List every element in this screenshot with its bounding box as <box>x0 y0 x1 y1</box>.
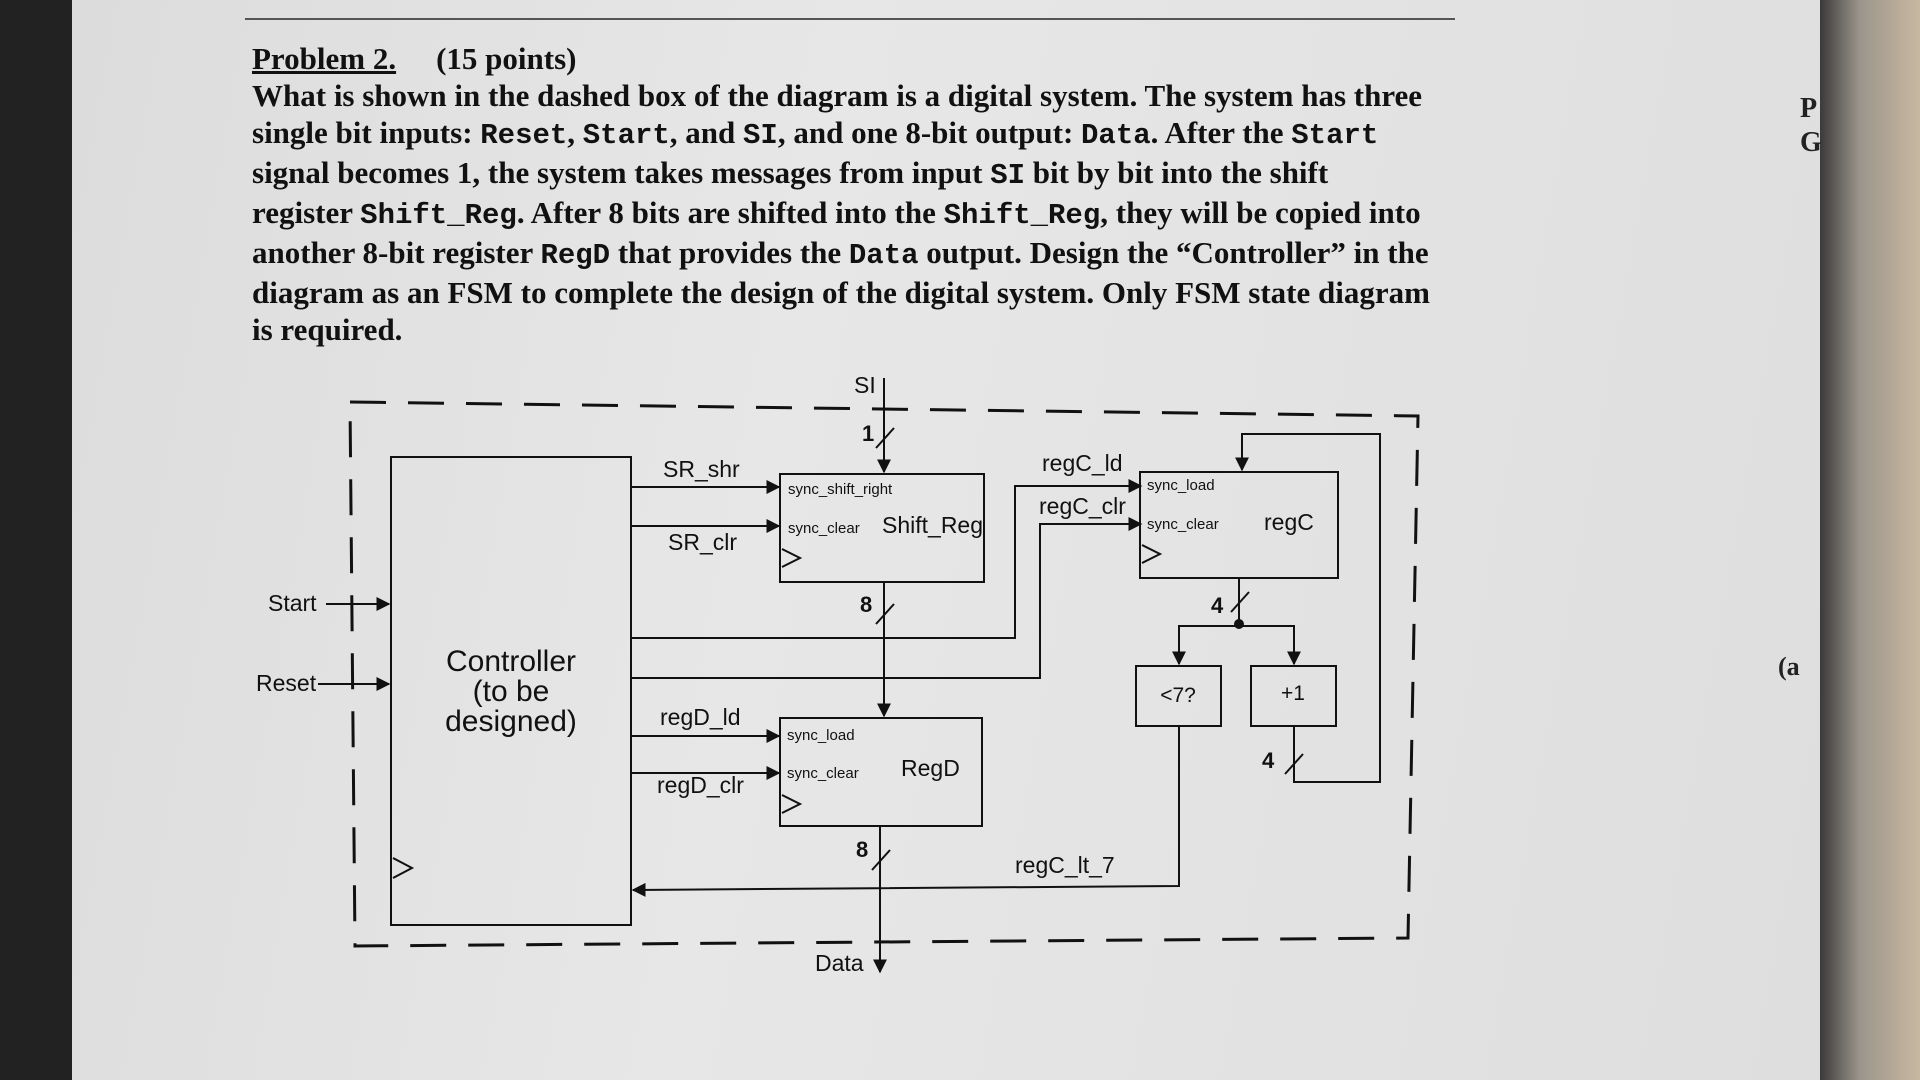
controller-label-line1: Controller <box>446 645 576 678</box>
si-input-label: SI <box>854 372 876 398</box>
code-term: Start <box>582 119 670 152</box>
shift-bus-width-label: 8 <box>860 592 872 617</box>
code-term: Reset <box>480 119 568 152</box>
shift-bus-width-slash <box>875 603 895 625</box>
code-term: Data <box>848 239 919 272</box>
increment-label: +1 <box>1281 682 1305 705</box>
regc-lt7-label: regC_lt_7 <box>1015 852 1115 878</box>
regd-name: RegD <box>901 755 960 781</box>
document-page <box>72 0 1820 1080</box>
code-term: SI <box>743 119 778 152</box>
shift-reg-clock-marker <box>781 548 803 568</box>
body-text-run: that provides the <box>610 235 849 270</box>
body-text-run: , and one 8-bit output: <box>777 115 1082 150</box>
adjacent-glyph-bottom: G <box>1800 127 1822 158</box>
regc-bus-width-slash <box>1230 591 1250 613</box>
code-term: RegD <box>540 239 611 272</box>
regc-port-clear: sync_clear <box>1147 516 1219 533</box>
regc-ld-label: regC_ld <box>1042 450 1123 476</box>
adjacent-page-glyphs: P G <box>1800 92 1822 160</box>
code-term: SI <box>990 159 1026 192</box>
problem-heading: Problem 2. <box>252 41 397 76</box>
regc-to-increment-wire <box>1239 625 1301 666</box>
code-term: Shift_Reg <box>360 199 517 232</box>
increment-feedback-wire <box>1235 433 1381 783</box>
regc-name: regC <box>1264 509 1314 535</box>
body-text-run: signal becomes 1, the system takes messa… <box>252 155 991 190</box>
body-text-run: . After 8 bits are shifted into the <box>516 195 944 230</box>
shift-reg-port-clear: sync_clear <box>788 520 860 537</box>
increment-bus-width-slash <box>1284 753 1304 775</box>
regc-ld-wire <box>631 479 1143 639</box>
controller-box <box>390 456 632 926</box>
start-input-label: Start <box>268 590 317 616</box>
regc-bus-junction <box>1234 619 1244 629</box>
problem-points: (15 points) <box>436 41 577 76</box>
code-term: Data <box>1081 119 1151 152</box>
body-text-run: . After the <box>1150 115 1292 150</box>
sr-clr-label: SR_clr <box>668 529 737 555</box>
controller-label-line3: designed) <box>445 705 577 738</box>
regc-lt7-wire <box>631 726 1180 897</box>
regc-clr-label: regC_clr <box>1039 493 1126 519</box>
screen-bezel-right <box>1820 0 1920 1080</box>
problem-statement: Problem 2. (15 points) What is shown in t… <box>252 40 1432 348</box>
regd-port-clear: sync_clear <box>787 765 859 782</box>
data-bus-width-label: 8 <box>856 837 868 862</box>
shift-reg-port-shift-right: sync_shift_right <box>788 481 893 498</box>
regc-clr-wire <box>631 517 1143 679</box>
body-text-run: , and <box>669 115 744 150</box>
adjacent-glyph-mid: (a <box>1778 652 1800 681</box>
adjacent-glyph-top: P <box>1800 93 1818 124</box>
si-width-label: 1 <box>862 421 874 446</box>
sr-shr-label: SR_shr <box>663 456 740 482</box>
data-bus-width-slash <box>871 849 891 871</box>
regd-port-load: sync_load <box>787 727 855 744</box>
controller-label-line2: (to be <box>473 675 550 708</box>
body-text-run: , they will be copied into another 8-bit… <box>252 195 1421 270</box>
increment-bus-width-label: 4 <box>1262 748 1275 773</box>
regc-port-load: sync_load <box>1147 477 1215 494</box>
regd-ld-label: regD_ld <box>660 704 741 730</box>
compare-lt7-label: <7? <box>1160 684 1196 707</box>
regc-to-compare-wire <box>1172 625 1239 666</box>
reset-input-label: Reset <box>256 670 317 696</box>
body-text-run: output. Design the “Controller” in the d… <box>252 235 1430 347</box>
regd-clock-marker <box>781 794 803 814</box>
code-term: Shift_Reg <box>943 199 1101 232</box>
regd-clr-label: regD_clr <box>657 772 744 798</box>
si-width-slash <box>875 427 895 449</box>
body-text-run: , <box>567 115 583 150</box>
regc-clock-marker <box>1141 544 1163 564</box>
shift-reg-name: Shift_Reg <box>882 512 983 538</box>
body-text-run: bit by bit into the shift register <box>252 155 1329 230</box>
regc-bus-width-label: 4 <box>1211 593 1224 618</box>
data-output-label: Data <box>815 950 864 976</box>
system-boundary-dashed <box>348 400 1420 948</box>
controller-clock-marker <box>392 857 415 879</box>
screen-bezel-left <box>0 0 72 1080</box>
code-term: Start <box>1291 119 1379 152</box>
problem-body: What is shown in the dashed box of the d… <box>252 78 1430 347</box>
page-top-rule <box>245 18 1455 20</box>
body-text-run: What is shown in the dashed box of the d… <box>252 78 1423 150</box>
